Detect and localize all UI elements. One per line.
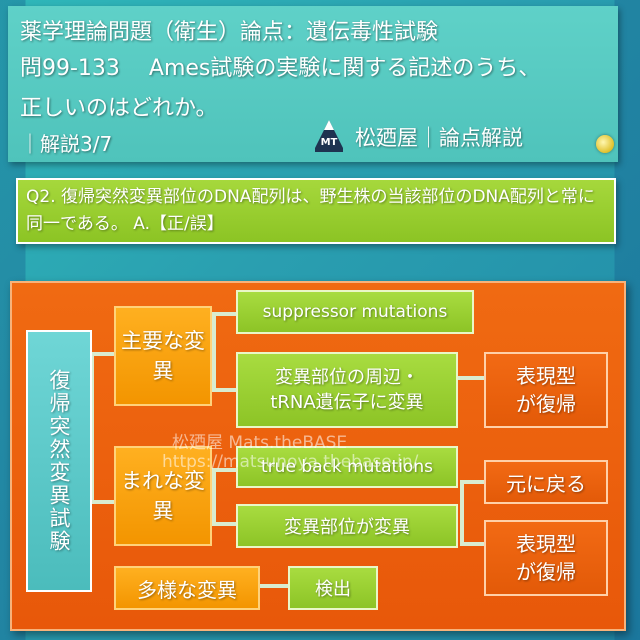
sitechange-node: 変異部位が変異: [236, 504, 458, 548]
header-banner: 薬学理論問題（衛生）論点：遺伝毒性試験 問99-133 Ames試験の実験に関す…: [8, 6, 618, 162]
suppressor-node: suppressor mutations: [236, 290, 474, 334]
root-node: 復帰突然変異試験: [26, 330, 92, 592]
question-number-line: 問99-133 Ames試験の実験に関する記述のうち、: [20, 56, 541, 81]
revert-node: 元に戻る: [484, 460, 608, 504]
diverse-link: [260, 584, 290, 588]
watermark-name: 松廼屋 Mats.theBASE: [172, 433, 348, 453]
matsunoya-logo: MT: [315, 120, 343, 152]
brand-label: 松廼屋｜論点解説: [355, 126, 523, 150]
page-indicator: ｜解説3/7: [20, 132, 113, 156]
diverse-node: 多様な変異: [114, 566, 260, 610]
watermark-url: https://matsunoya.thebase.in/: [162, 452, 419, 472]
rare-bracket: [212, 468, 238, 526]
root-bracket: [90, 352, 114, 504]
svg-text:MT: MT: [321, 137, 338, 148]
title-line: 薬学理論問題（衛生）論点：遺伝毒性試験: [20, 20, 439, 45]
phenotype-node-1: 表現型が復帰: [484, 352, 608, 428]
phenotype-node-2: 表現型が復帰: [484, 520, 608, 596]
detect-node: 検出: [288, 566, 378, 610]
coin-icon: [596, 135, 614, 153]
surround-node: 変異部位の周辺・tRNA遺伝子に変異: [236, 352, 458, 428]
site-bracket: [460, 480, 484, 546]
surround-link: [444, 376, 486, 380]
question-text: Q2. 復帰突然変異部位のDNA配列は、野生株の当該部位のDNA配列と常に同一で…: [26, 187, 595, 234]
question-prompt-line: 正しいのはどれか。: [20, 96, 218, 121]
major-bracket: [212, 312, 238, 392]
rare-node: まれな変異: [114, 446, 212, 546]
major-node: 主要な変異: [114, 306, 212, 406]
trueback-node: true back mutations: [236, 446, 458, 488]
question-box: Q2. 復帰突然変異部位のDNA配列は、野生株の当該部位のDNA配列と常に同一で…: [16, 178, 616, 244]
